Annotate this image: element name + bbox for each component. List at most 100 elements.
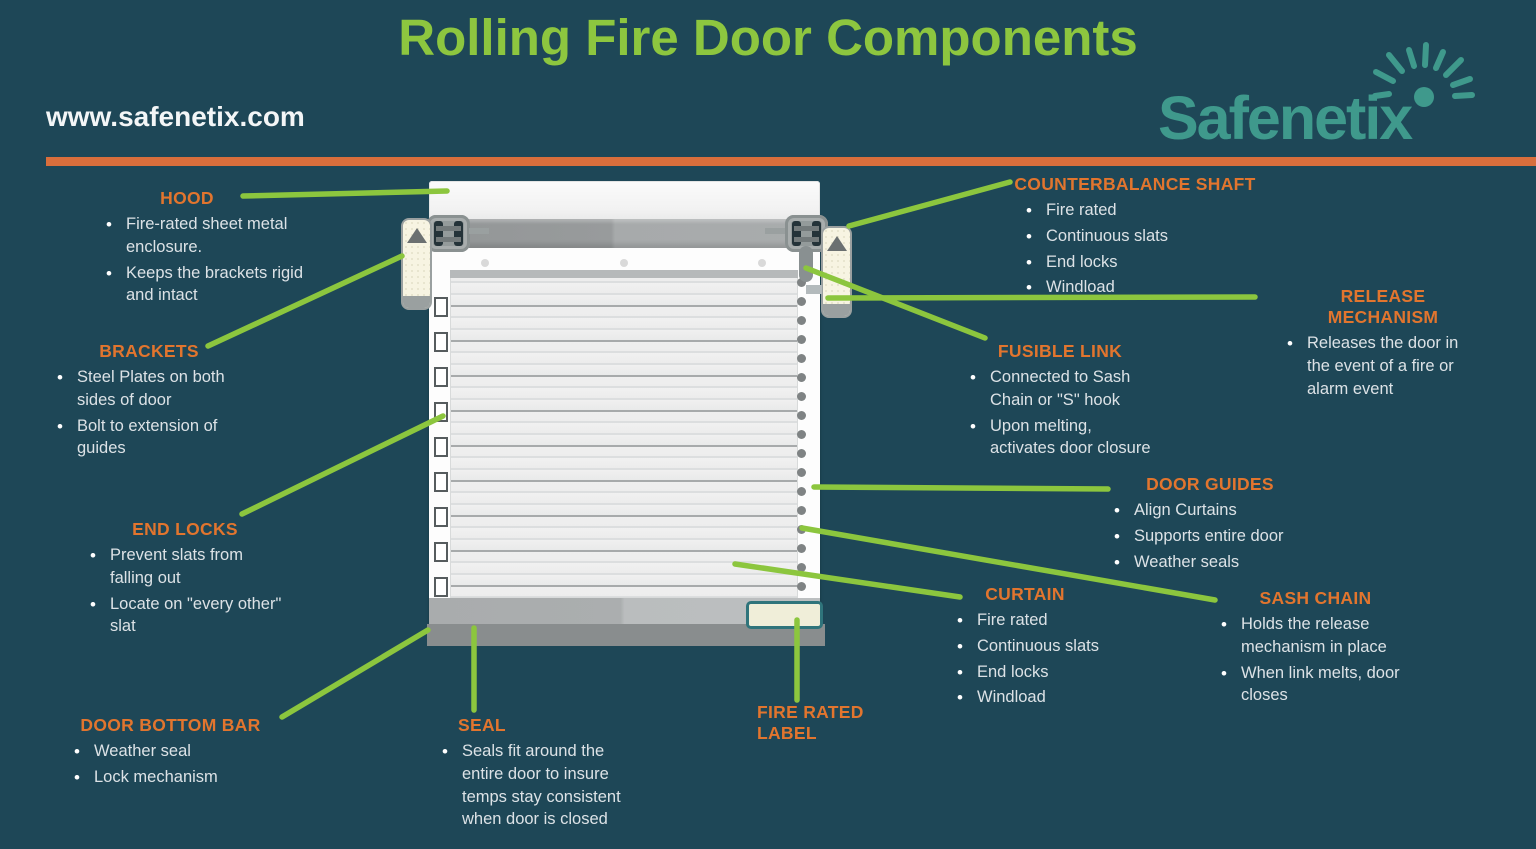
counterbalance-shaft-graphic: [429, 219, 825, 248]
sash-chain-dot: [797, 335, 806, 344]
callout-item: Seals fit around the entire door to insu…: [440, 740, 633, 831]
sash-chain-dot: [797, 449, 806, 458]
rivet: [620, 259, 628, 267]
callout-item: End locks: [955, 661, 1110, 684]
sash-chain-dot: [797, 582, 806, 591]
fusible-link-graphic: [806, 285, 822, 294]
callout-item: Steel Plates on both sides of door: [55, 366, 254, 412]
rivet: [758, 259, 766, 267]
callout-title: SASH CHAIN: [1259, 588, 1372, 608]
sash-chain-dot: [797, 297, 806, 306]
callout-title: DOOR GUIDES: [1146, 474, 1274, 494]
callout-counterbalance-shaft: COUNTERBALANCE SHAFT Fire rated Continuo…: [1010, 174, 1260, 302]
callout-title: BRACKETS: [99, 341, 199, 361]
callout-item: Weather seals: [1112, 551, 1320, 574]
end-lock-graphic: [434, 577, 448, 597]
callout-item: Weather seal: [72, 740, 283, 763]
callout-item: End locks: [1024, 251, 1260, 274]
door-bottom-bar-graphic: [427, 624, 825, 646]
end-lock-graphic: [434, 332, 448, 352]
callout-item: Supports entire door: [1112, 525, 1320, 548]
callout-list: Align Curtains Supports entire door Weat…: [1112, 499, 1320, 574]
end-lock-graphic: [434, 437, 448, 457]
callout-item: Windload: [955, 686, 1110, 709]
callout-curtain: CURTAIN Fire rated Continuous slats End …: [940, 584, 1110, 712]
brand-logo: Safenetix: [1158, 42, 1478, 158]
callout-item: Fire rated: [1024, 199, 1260, 222]
callout-item: Align Curtains: [1112, 499, 1320, 522]
callout-list: Releases the door in the event of a fire…: [1285, 332, 1483, 400]
callout-fire-rated-label: FIRE RATED LABEL: [737, 702, 907, 748]
callout-title: SEAL: [458, 715, 506, 735]
callout-title: COUNTERBALANCE SHAFT: [1014, 174, 1256, 194]
callout-item: Bolt to extension of guides: [55, 415, 254, 461]
callout-item: Connected to Sash Chain or "S" hook: [968, 366, 1160, 412]
callout-fusible-link: FUSIBLE LINK Connected to Sash Chain or …: [960, 341, 1160, 463]
callout-title: HOOD: [160, 188, 214, 208]
sash-chain-dot: [797, 506, 806, 515]
sash-chain-dot: [797, 430, 806, 439]
callout-list: Fire-rated sheet metal enclosure. Keeps …: [104, 213, 312, 307]
fire-rated-label-graphic: [746, 601, 823, 629]
shaft-stub-left: [469, 228, 489, 234]
end-lock-graphic: [434, 507, 448, 527]
callout-item: Fire rated: [955, 609, 1110, 632]
callout-item: Continuous slats: [955, 635, 1110, 658]
door-guide-left-graphic: [401, 218, 432, 310]
callout-title: RELEASE MECHANISM: [1327, 286, 1439, 327]
connector-line-door-guides: [811, 484, 1111, 492]
callout-list: Prevent slats from falling out Locate on…: [88, 544, 285, 638]
sunburst-rays-icon: [1372, 42, 1475, 107]
callout-item: When link melts, door closes: [1219, 662, 1418, 708]
callout-end-locks: END LOCKS Prevent slats from falling out…: [85, 519, 285, 641]
end-lock-graphic: [434, 297, 448, 317]
callout-list: Fire rated Continuous slats End locks Wi…: [1024, 199, 1260, 300]
orange-divider: [46, 157, 1536, 166]
arrow-up-icon: [826, 236, 847, 251]
callout-title: CURTAIN: [985, 584, 1065, 604]
callout-list: Fire rated Continuous slats End locks Wi…: [955, 609, 1110, 710]
callout-item: Holds the release mechanism in place: [1219, 613, 1418, 659]
sash-chain-dot: [797, 525, 806, 534]
callout-item: Locate on "every other" slat: [88, 593, 285, 639]
callout-door-bottom-bar: DOOR BOTTOM BAR Weather seal Lock mechan…: [58, 715, 283, 792]
callout-list: Connected to Sash Chain or "S" hook Upon…: [968, 366, 1160, 460]
callout-hood: HOOD Fire-rated sheet metal enclosure. K…: [62, 188, 312, 310]
callout-title: FUSIBLE LINK: [997, 341, 1123, 361]
callout-brackets: BRACKETS Steel Plates on both sides of d…: [44, 341, 254, 463]
sash-chain-dot: [797, 487, 806, 496]
sash-chain-dot: [797, 354, 806, 363]
sash-chain-dot: [797, 392, 806, 401]
callout-item: Keeps the brackets rigid and intact: [104, 262, 312, 308]
sash-chain-dot: [797, 563, 806, 572]
callout-item: Releases the door in the event of a fire…: [1285, 332, 1483, 400]
end-lock-graphic: [434, 367, 448, 387]
connector-line-counterbalance-shaft: [846, 179, 1013, 229]
callout-title: DOOR BOTTOM BAR: [80, 715, 261, 735]
callout-item: Upon melting, activates door closure: [968, 415, 1160, 461]
callout-list: Holds the release mechanism in place Whe…: [1219, 613, 1418, 707]
callout-door-guides: DOOR GUIDES Align Curtains Supports enti…: [1100, 474, 1320, 576]
curtain-slats-graphic: [450, 270, 798, 598]
callout-release-mechanism: RELEASE MECHANISM Releases the door in t…: [1283, 286, 1483, 403]
arrow-up-icon: [406, 228, 427, 243]
callout-sash-chain: SASH CHAIN Holds the release mechanism i…: [1213, 588, 1418, 710]
callout-seal: SEAL Seals fit around the entire door to…: [438, 715, 633, 834]
callout-list: Weather seal Lock mechanism: [72, 740, 283, 789]
sash-chain-dot: [797, 278, 806, 287]
website-url[interactable]: www.safenetix.com: [46, 101, 305, 132]
rolling-door-illustration: [400, 178, 855, 653]
bracket-left-graphic: [427, 215, 470, 252]
callout-title: END LOCKS: [132, 519, 238, 539]
callout-item: Continuous slats: [1024, 225, 1260, 248]
rivet: [481, 259, 489, 267]
shaft-stub-right: [765, 228, 785, 234]
callout-item: Prevent slats from falling out: [88, 544, 285, 590]
bracket-right-graphic: [785, 215, 828, 252]
curtain-top-slat: [450, 270, 798, 278]
brand-name: Safenetix: [1158, 84, 1413, 152]
callout-list: Steel Plates on both sides of door Bolt …: [55, 366, 254, 460]
end-lock-graphic: [434, 472, 448, 492]
sash-chain-dot: [797, 468, 806, 477]
